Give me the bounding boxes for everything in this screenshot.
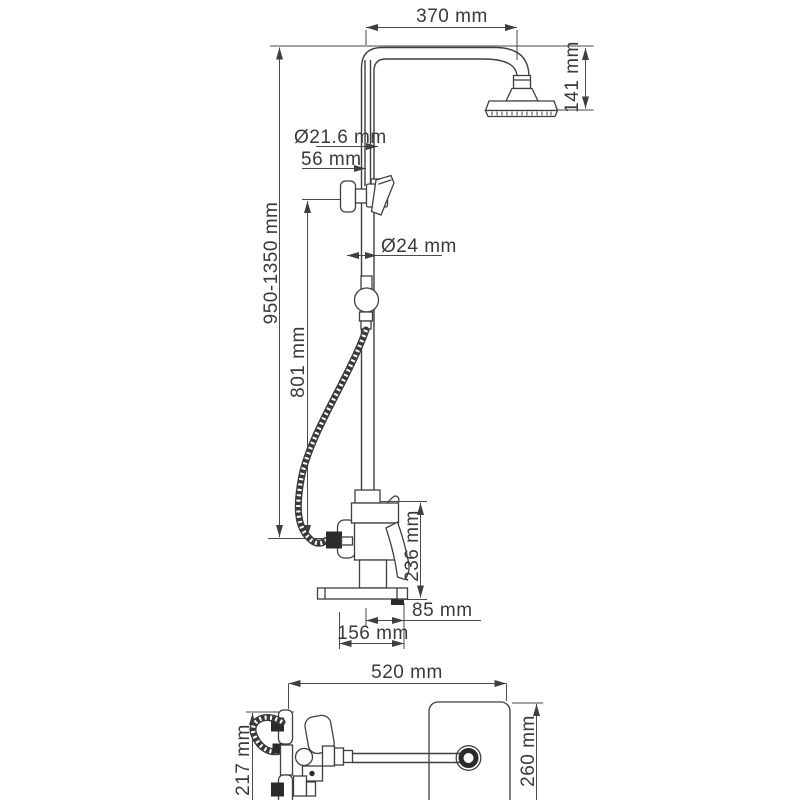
- mixer-handle: [385, 521, 410, 581]
- mixer-assembly: [316, 489, 410, 605]
- dimension-spout-reach: 85 mm: [365, 600, 481, 649]
- dimension-label-236: 236 mm: [402, 510, 423, 582]
- dimension-head-plate: 260 mm: [512, 702, 543, 800]
- hand-shower: [370, 174, 395, 216]
- mixer-body-upper: [350, 502, 400, 524]
- dimension-column-height: 950-1350 mm: [261, 47, 328, 539]
- diverter-block-top: [301, 765, 324, 782]
- dimension-overall-depth: 520 mm: [288, 662, 507, 709]
- dimension-label-56: 56 mm: [301, 149, 362, 170]
- dimension-label-d24: Ø24 mm: [381, 236, 457, 257]
- spout: [316, 587, 409, 605]
- dimension-upper-pipe-diameter: Ø21.6 mm: [294, 127, 387, 150]
- mixer-body-lower: [358, 559, 388, 589]
- shower-hose: [294, 311, 374, 547]
- dimension-hose-height: 801 mm: [288, 201, 311, 537]
- top-view: 520 mm 260 mm 217 mm: [233, 662, 543, 800]
- rain-shower-head: [484, 74, 559, 118]
- riser-socket-ring: [455, 745, 482, 771]
- wall-arm: [352, 745, 482, 771]
- lower-hose-nut: [271, 782, 284, 797]
- dimension-holder-offset: 56 mm: [301, 149, 366, 172]
- dimension-label-950-1350: 950-1350 mm: [261, 202, 282, 325]
- hose-connection-nut: [326, 531, 342, 549]
- spout-outlet: [391, 598, 404, 605]
- dimension-mixer-height: 236 mm: [380, 501, 427, 600]
- dimension-label-85: 85 mm: [412, 600, 473, 621]
- dimension-label-370: 370 mm: [416, 6, 488, 27]
- dimension-arm-width: 370 mm: [365, 6, 518, 60]
- dimension-label-520: 520 mm: [371, 662, 443, 683]
- dimension-label-260: 260 mm: [518, 715, 539, 787]
- dimension-label-141: 141 mm: [562, 41, 583, 113]
- mixer-top-view: [249, 709, 354, 800]
- dimension-spout-depth: 156 mm: [337, 612, 409, 649]
- dimension-label-801: 801 mm: [288, 326, 309, 398]
- height-slider-knob: [353, 275, 380, 313]
- dimension-lower-pipe-diameter: Ø24 mm: [347, 236, 457, 259]
- front-view: 370 mm 141 mm Ø21.6 mm 56 mm: [261, 6, 594, 649]
- dimension-head-height: 141 mm: [556, 41, 594, 113]
- riser-connection-nut: [354, 489, 381, 504]
- dimension-label-156: 156 mm: [337, 623, 409, 644]
- dimension-label-217: 217 mm: [233, 724, 254, 796]
- dimension-label-d216: Ø21.6 mm: [294, 127, 387, 148]
